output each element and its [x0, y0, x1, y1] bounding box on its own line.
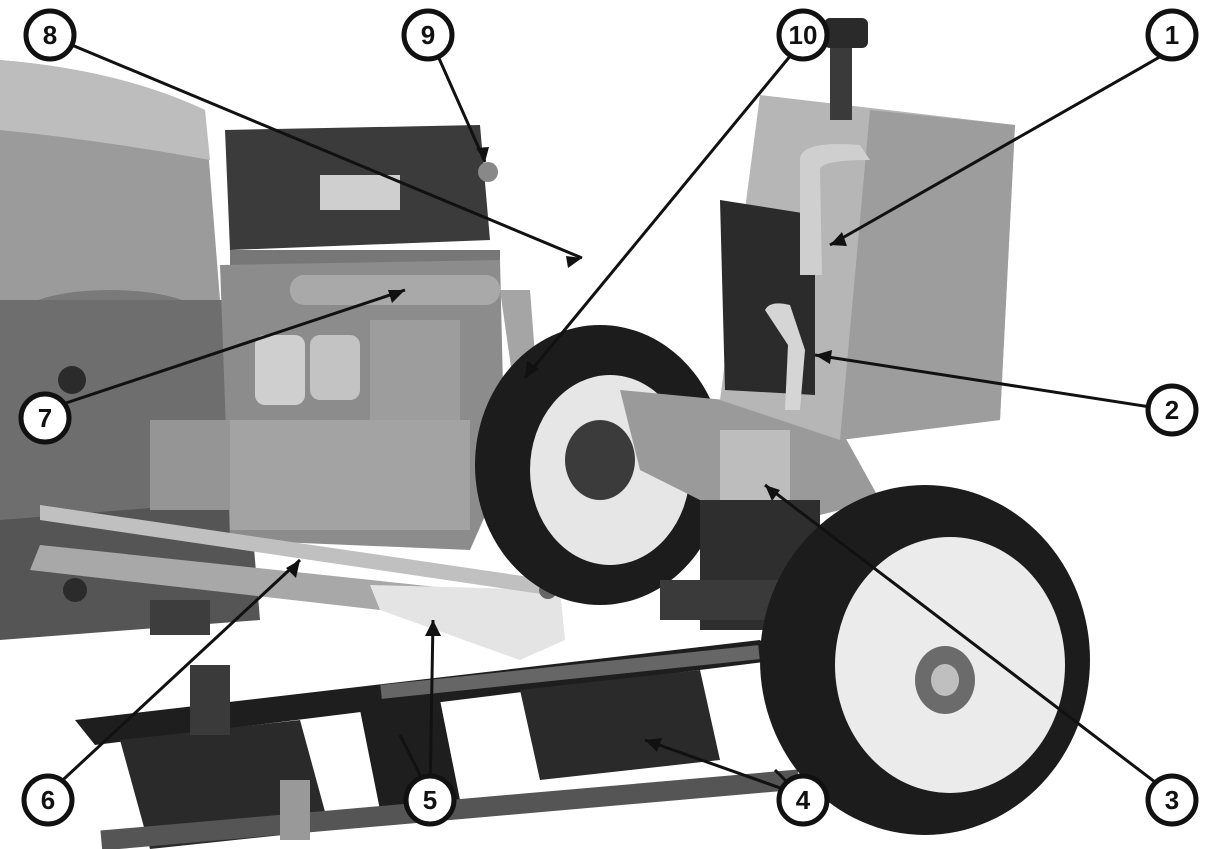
callout-label-4: 4 [796, 785, 811, 815]
callout-7: 7 [18, 391, 72, 445]
callout-label-10: 10 [789, 20, 818, 50]
leader-1 [829, 48, 1173, 247]
callout-6: 6 [21, 773, 75, 827]
leader-4a [644, 738, 801, 797]
callout-label-3: 3 [1165, 785, 1179, 815]
callout-1: 1 [1145, 8, 1199, 62]
leader-3 [764, 483, 1173, 797]
leader-2 [814, 353, 1171, 412]
leader-7 [44, 288, 406, 412]
callout-label-1: 1 [1165, 20, 1179, 50]
callout-4: 4 [776, 773, 830, 827]
callout-10: 10 [776, 8, 830, 62]
leader-5a [428, 619, 435, 796]
leader-10 [523, 37, 807, 379]
arrowheads [286, 147, 847, 752]
leader-8 [54, 36, 583, 260]
callout-9: 9 [401, 8, 455, 62]
callout-label-6: 6 [41, 785, 55, 815]
callout-label-2: 2 [1165, 395, 1179, 425]
callout-3: 3 [1145, 773, 1199, 827]
callout-label-5: 5 [423, 785, 437, 815]
callout-label-8: 8 [43, 20, 57, 50]
leader-6 [50, 558, 302, 792]
radiator-grille [720, 18, 1015, 440]
callout-5: 5 [403, 773, 457, 827]
callout-label-7: 7 [38, 403, 52, 433]
drag-link-and-radius-rods [30, 505, 565, 660]
callout-label-9: 9 [421, 20, 435, 50]
callout-8: 8 [23, 8, 77, 62]
right-front-wheel [760, 485, 1090, 835]
callout-2: 2 [1145, 383, 1199, 437]
leader-lines [44, 36, 1173, 797]
